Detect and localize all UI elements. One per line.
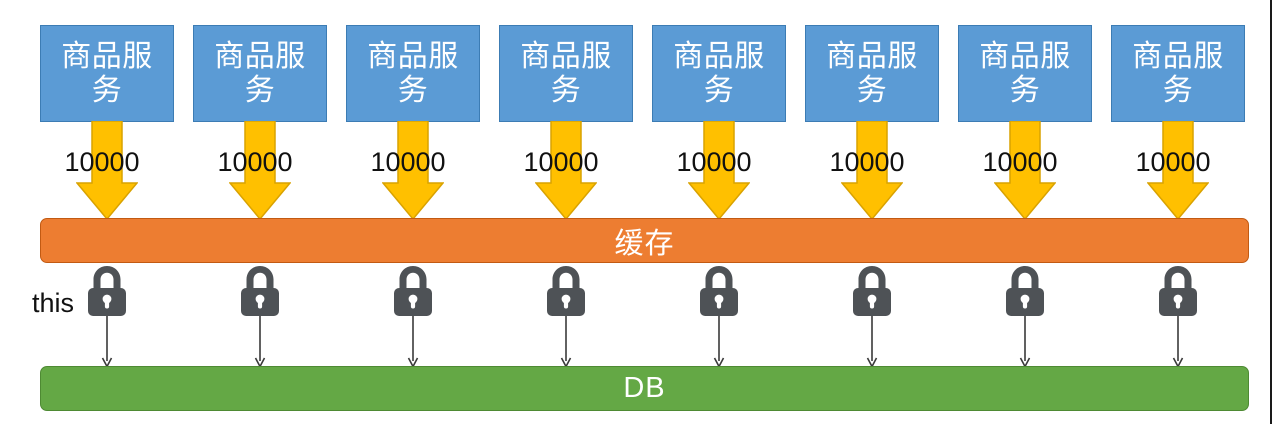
qty-label-6: 10000 (829, 147, 905, 177)
qty-label-7: 10000 (982, 147, 1058, 177)
service-box-label: 商品服务 (520, 39, 612, 107)
service-box-label: 商品服务 (367, 39, 459, 107)
db-bar: DB (40, 366, 1249, 411)
block-arrow-down-3 (382, 121, 444, 220)
service-box-label: 商品服务 (1132, 39, 1224, 107)
service-box-7: 商品服务 (958, 25, 1092, 122)
service-box-label: 商品服务 (214, 39, 306, 107)
this-annotation: this (32, 288, 75, 318)
service-box-3: 商品服务 (346, 25, 480, 122)
connector-arrow-8 (1170, 316, 1186, 368)
qty-label-5: 10000 (676, 147, 752, 177)
connector-arrow-2 (252, 316, 268, 368)
qty-label-1: 10000 (64, 147, 140, 177)
service-box-label: 商品服务 (979, 39, 1071, 107)
slide-right-border (1270, 0, 1272, 424)
block-arrow-down-6 (841, 121, 903, 220)
connector-arrow-6 (864, 316, 880, 368)
block-arrow-down-5 (688, 121, 750, 220)
block-arrow-down-4 (535, 121, 597, 220)
lock-icon-1 (86, 265, 128, 317)
service-box-6: 商品服务 (805, 25, 939, 122)
qty-label-8: 10000 (1135, 147, 1211, 177)
service-box-4: 商品服务 (499, 25, 633, 122)
connector-arrow-1 (99, 316, 115, 368)
block-arrow-down-1 (76, 121, 138, 220)
service-box-8: 商品服务 (1111, 25, 1245, 122)
lock-icon-3 (392, 265, 434, 317)
lock-icon-2 (239, 265, 281, 317)
service-box-label: 商品服务 (61, 39, 153, 107)
service-box-2: 商品服务 (193, 25, 327, 122)
cache-bar: 缓存 (40, 218, 1249, 263)
connector-arrow-4 (558, 316, 574, 368)
lock-icon-5 (698, 265, 740, 317)
block-arrow-down-8 (1147, 121, 1209, 220)
block-arrow-down-2 (229, 121, 291, 220)
connector-arrow-3 (405, 316, 421, 368)
block-arrow-down-7 (994, 121, 1056, 220)
cache-label: 缓存 (614, 227, 675, 260)
service-box-5: 商品服务 (652, 25, 786, 122)
connector-arrow-5 (711, 316, 727, 368)
db-label: DB (623, 372, 666, 404)
lock-icon-6 (851, 265, 893, 317)
service-box-label: 商品服务 (673, 39, 765, 107)
qty-label-4: 10000 (523, 147, 599, 177)
lock-icon-4 (545, 265, 587, 317)
qty-label-3: 10000 (370, 147, 446, 177)
service-box-1: 商品服务 (40, 25, 174, 122)
lock-icon-8 (1157, 265, 1199, 317)
connector-arrow-7 (1017, 316, 1033, 368)
service-box-label: 商品服务 (826, 39, 918, 107)
qty-label-2: 10000 (217, 147, 293, 177)
lock-icon-7 (1004, 265, 1046, 317)
